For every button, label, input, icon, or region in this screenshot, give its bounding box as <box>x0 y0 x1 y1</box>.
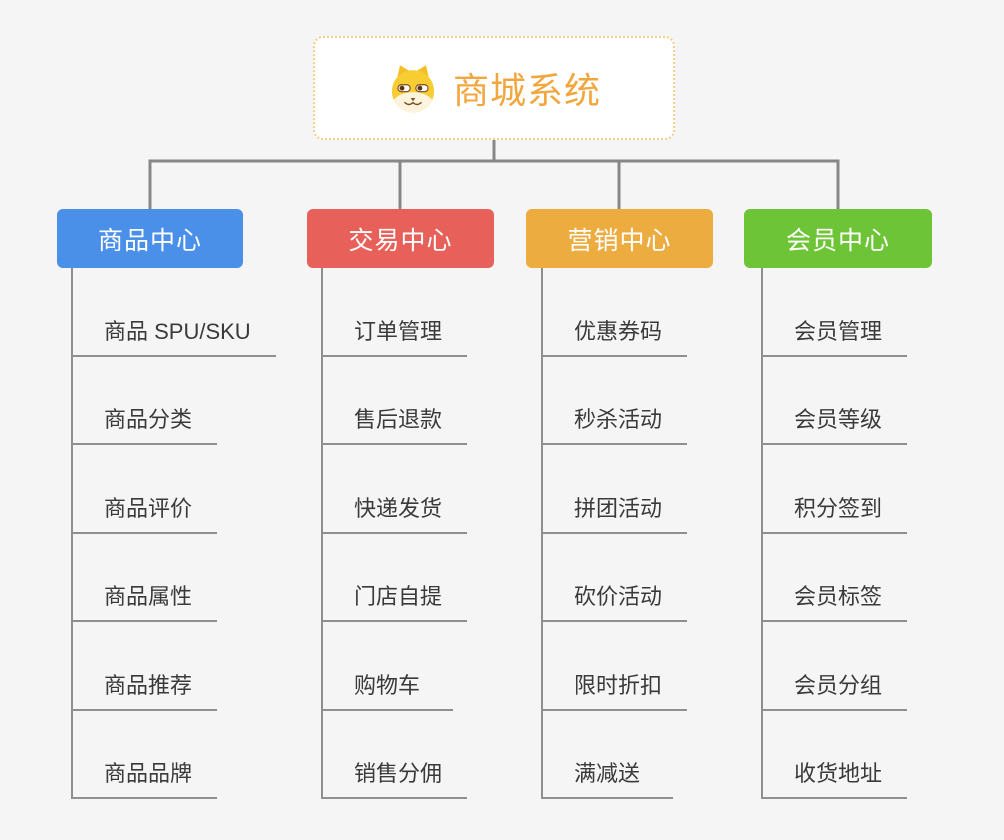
leaf-node[interactable]: 限时折扣 <box>543 622 688 711</box>
leaf-node[interactable]: 优惠券码 <box>543 268 688 357</box>
leaf-node[interactable]: 商品 SPU/SKU <box>73 268 276 357</box>
leaf-node[interactable]: 购物车 <box>323 622 453 711</box>
leaf-node[interactable]: 快递发货 <box>323 445 468 534</box>
branch-children-member-center: 会员管理 会员等级 积分签到 会员标签 会员分组 收货地址 <box>761 268 908 799</box>
leaf-node[interactable]: 秒杀活动 <box>543 357 688 445</box>
dog-face-icon <box>391 65 435 113</box>
leaf-node[interactable]: 商品推荐 <box>73 622 218 711</box>
leaf-node[interactable]: 售后退款 <box>323 357 468 445</box>
branch-box-trade-center[interactable]: 交易中心 <box>307 209 494 268</box>
branch-box-product-center[interactable]: 商品中心 <box>57 209 243 268</box>
leaf-node[interactable]: 订单管理 <box>323 268 468 357</box>
leaf-node[interactable]: 满减送 <box>543 711 673 799</box>
leaf-node[interactable]: 销售分佣 <box>323 711 468 799</box>
branch-box-marketing-center[interactable]: 营销中心 <box>526 209 713 268</box>
branch-label: 交易中心 <box>348 226 453 255</box>
leaf-node[interactable]: 拼团活动 <box>543 445 688 534</box>
leaf-node[interactable]: 会员分组 <box>763 622 908 711</box>
leaf-node[interactable]: 商品属性 <box>73 534 218 622</box>
leaf-node[interactable]: 积分签到 <box>763 445 908 534</box>
branch-label: 商品中心 <box>97 226 202 255</box>
root-title: 商城系统 <box>452 70 601 111</box>
leaf-node[interactable]: 收货地址 <box>763 711 908 799</box>
branch-label: 会员中心 <box>785 226 890 255</box>
leaf-node[interactable]: 会员管理 <box>763 268 908 357</box>
leaf-node[interactable]: 会员等级 <box>763 357 908 445</box>
leaf-node[interactable]: 商品评价 <box>73 445 218 534</box>
branch-children-trade-center: 订单管理 售后退款 快递发货 门店自提 购物车 销售分佣 <box>321 268 468 799</box>
branch-children-product-center: 商品 SPU/SKU 商品分类 商品评价 商品属性 商品推荐 商品品牌 <box>71 268 276 799</box>
leaf-node[interactable]: 砍价活动 <box>543 534 688 622</box>
branch-box-member-center[interactable]: 会员中心 <box>744 209 932 268</box>
leaf-node[interactable]: 会员标签 <box>763 534 908 622</box>
leaf-node[interactable]: 门店自提 <box>323 534 468 622</box>
leaf-node[interactable]: 商品分类 <box>73 357 218 445</box>
root-node[interactable]: 商城系统 <box>313 36 675 140</box>
branch-label: 营销中心 <box>567 226 672 255</box>
branch-children-marketing-center: 优惠券码 秒杀活动 拼团活动 砍价活动 限时折扣 满减送 <box>541 268 688 799</box>
leaf-node[interactable]: 商品品牌 <box>73 711 218 799</box>
